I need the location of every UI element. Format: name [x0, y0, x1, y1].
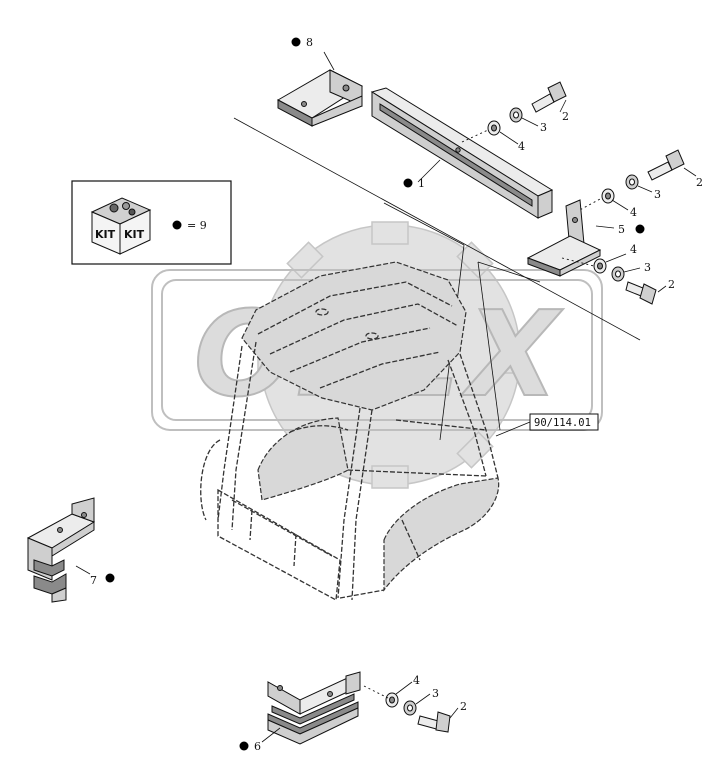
callout-2: 2	[460, 700, 467, 713]
leader-line	[623, 267, 641, 273]
callout-6: 6	[254, 740, 261, 753]
kit-label: KIT	[124, 228, 145, 241]
callout-3: 3	[654, 188, 661, 201]
callout-2: 2	[562, 110, 569, 123]
assembly-dash-line	[561, 257, 595, 267]
leader-line	[495, 421, 531, 437]
part-6-bracket	[267, 671, 361, 745]
kit-marker-dot	[403, 178, 413, 188]
callout-1: 1	[418, 177, 425, 190]
callout-4: 4	[413, 674, 420, 687]
fastener-group-right-lower	[593, 258, 657, 305]
leader-line	[415, 693, 431, 705]
cab-assembly	[200, 261, 500, 602]
leader-line	[395, 681, 413, 695]
assembly-dash-line	[363, 685, 389, 699]
reference-tag: 90/114.01	[529, 413, 599, 431]
leader-line	[383, 202, 465, 246]
leader-line	[521, 117, 539, 127]
leader-line	[477, 261, 501, 431]
kit-marker-dot	[239, 741, 249, 751]
part-8-bracket	[276, 69, 364, 127]
callout-3: 3	[644, 261, 651, 274]
callout-2: 2	[696, 176, 703, 189]
leader-line	[595, 225, 615, 229]
leader-line	[499, 131, 519, 145]
part-5-bracket	[526, 199, 602, 277]
callout-4: 4	[630, 206, 637, 219]
leader-line	[683, 167, 697, 177]
kit-equation: = 9	[187, 219, 207, 232]
leader-line	[449, 707, 459, 719]
leader-line	[323, 51, 335, 71]
leader-line	[657, 285, 667, 293]
leader-line	[477, 261, 541, 283]
leader-line	[75, 565, 91, 575]
callout-7: 7	[90, 574, 97, 587]
fastener-group-bottom	[385, 692, 451, 733]
leader-line	[605, 253, 627, 263]
part-1-rail	[370, 87, 554, 219]
section-line	[233, 117, 641, 341]
kit-marker-dot	[291, 37, 301, 47]
fastener-group-top	[487, 81, 567, 136]
leader-line	[559, 99, 567, 113]
kit-marker-dot	[105, 573, 115, 583]
callout-2: 2	[668, 278, 675, 291]
kit-marker-dot	[635, 224, 645, 234]
kit-legend-box: KIT KIT = 9	[71, 180, 232, 265]
kit-marker-dot	[172, 220, 182, 230]
leader-line	[261, 727, 281, 743]
callout-4: 4	[630, 243, 637, 256]
callout-5: 5	[618, 223, 625, 236]
callout-8: 8	[306, 36, 313, 49]
part-7-bracket	[26, 497, 96, 603]
callout-3: 3	[432, 687, 439, 700]
leader-line	[637, 185, 653, 193]
reference-label: 90/114.01	[534, 417, 591, 429]
callout-4: 4	[518, 140, 525, 153]
kit-label: KIT	[95, 228, 116, 241]
callout-3: 3	[540, 121, 547, 134]
fastener-group-right	[601, 149, 685, 204]
leader-line	[611, 199, 629, 211]
leader-line	[417, 159, 441, 183]
